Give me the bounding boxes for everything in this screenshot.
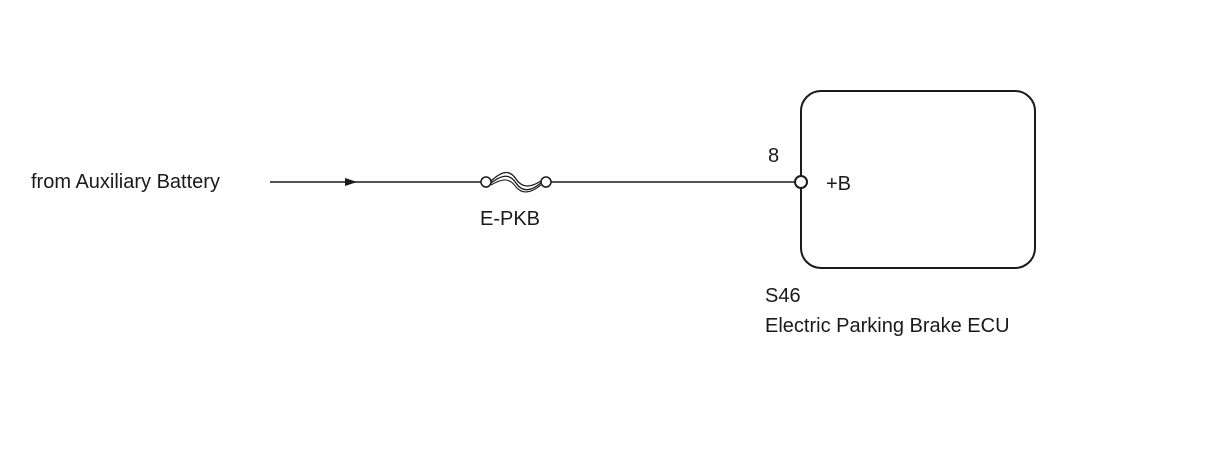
fuse-element-wave-2 <box>490 175 542 191</box>
pin-name-label: +B <box>826 173 852 195</box>
fuse-symbol <box>480 171 552 193</box>
flow-arrow-icon <box>345 178 357 186</box>
connector-code-label: S46 <box>765 285 801 307</box>
fuse-element-wave-3 <box>490 179 542 193</box>
ecu-pin-terminal <box>794 175 808 189</box>
fuse-terminal-right <box>540 176 552 188</box>
fuse-element-wave-1 <box>490 171 542 187</box>
pin-number-label: 8 <box>768 145 780 167</box>
fuse-label: E-PKB <box>480 208 541 230</box>
source-label: from Auxiliary Battery <box>31 171 220 193</box>
fuse-terminal-left <box>480 176 492 188</box>
component-name-label: Electric Parking Brake ECU <box>765 315 1010 337</box>
